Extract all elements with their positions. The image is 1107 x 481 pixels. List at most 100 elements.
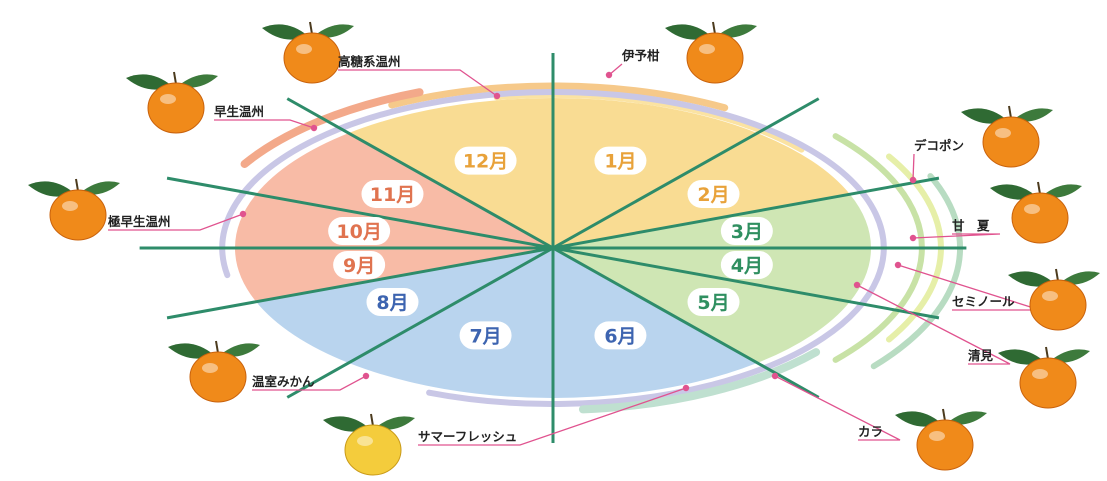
leader-line — [252, 375, 367, 391]
month-pill — [594, 321, 647, 350]
leaf-shape — [961, 108, 1007, 124]
orange-fruit-icon — [998, 346, 1090, 409]
leader-line — [856, 284, 1011, 365]
yellow-citrus-icon — [323, 413, 415, 476]
fruit-highlight — [62, 201, 78, 211]
season-arc-autumn-lower — [219, 89, 887, 407]
orange-fruit-icon — [168, 340, 260, 403]
month-text: 9月 — [343, 255, 375, 277]
leader-line — [418, 387, 687, 446]
leaf-shape — [1008, 271, 1054, 287]
leaf-shape — [28, 181, 74, 197]
variety-label: デコポン — [914, 138, 964, 153]
leader-dot — [682, 384, 690, 392]
month-pill — [687, 288, 740, 317]
month-spoke — [286, 97, 820, 399]
fruit-body — [344, 424, 402, 476]
variety-fruits — [28, 21, 1100, 476]
variety-label: 伊予柑 — [621, 48, 660, 63]
month-text: 5月 — [697, 292, 729, 314]
fruit-body — [49, 189, 107, 241]
stem-shape — [215, 340, 219, 354]
variety-label: 高糖系温州 — [338, 54, 401, 69]
month-text: 12月 — [463, 151, 508, 173]
month-label-10: 10月 — [328, 217, 391, 246]
month-text: 7月 — [469, 325, 501, 347]
variety-label: 温室みかん — [252, 374, 315, 389]
leader-dot — [909, 234, 917, 242]
fruit-body — [982, 116, 1040, 168]
leaf-shape — [1060, 271, 1100, 285]
leader-line — [774, 375, 901, 441]
fruit-highlight — [1024, 204, 1040, 214]
month-label-3: 3月 — [720, 217, 773, 246]
fruit-highlight — [202, 363, 218, 373]
fruit-highlight — [699, 44, 715, 54]
fruit-highlight — [995, 128, 1011, 138]
leader-line — [108, 213, 244, 231]
month-text: 8月 — [376, 292, 408, 314]
leaf-shape — [323, 416, 369, 432]
fruit-body — [189, 351, 247, 403]
month-pill — [366, 288, 419, 317]
month-text: 1月 — [604, 151, 636, 173]
fruit-body — [1029, 279, 1087, 331]
leader-dot — [239, 210, 247, 218]
month-label-2: 2月 — [687, 179, 740, 208]
month-text: 3月 — [731, 221, 763, 243]
fruit-body — [916, 419, 974, 471]
month-pill — [454, 146, 517, 175]
season-arc-summer — [578, 348, 821, 414]
leader-dot — [605, 71, 613, 79]
fruit-body — [1019, 357, 1077, 409]
leaf-shape — [1050, 349, 1090, 363]
month-label-11: 11月 — [361, 179, 424, 208]
month-text: 4月 — [731, 255, 763, 277]
month-text: 10月 — [336, 221, 381, 243]
fruit-highlight — [929, 431, 945, 441]
month-sector — [348, 248, 553, 398]
leaf-shape — [375, 416, 415, 430]
stem-shape — [173, 71, 177, 85]
leaf-shape — [262, 24, 308, 40]
leader-dot — [310, 124, 318, 132]
stem-shape — [75, 178, 79, 192]
month-pill — [361, 179, 424, 208]
orange-fruit-icon — [895, 408, 987, 471]
leader-line — [214, 119, 315, 129]
month-text: 11月 — [370, 184, 415, 206]
month-sector — [553, 248, 758, 398]
month-sector — [553, 98, 758, 248]
leader-line — [912, 153, 915, 181]
leaf-shape — [126, 74, 172, 90]
variety-label: カラ — [858, 424, 883, 439]
fruit-body — [283, 32, 341, 84]
leaf-shape — [168, 343, 214, 359]
fruit-body — [686, 32, 744, 84]
leaf-shape — [990, 184, 1036, 200]
orange-fruit-icon — [990, 181, 1082, 244]
month-label-1: 1月 — [594, 146, 647, 175]
leaf-shape — [717, 24, 757, 38]
month-sector — [348, 98, 553, 248]
leader-dot — [493, 92, 501, 100]
month-label-6: 6月 — [594, 321, 647, 350]
month-pill — [594, 146, 647, 175]
leaf-shape — [998, 349, 1044, 365]
month-pill — [328, 217, 391, 246]
leaf-shape — [1042, 184, 1082, 198]
season-arc-winter-inner — [493, 92, 805, 153]
fruit-highlight — [160, 94, 176, 104]
orange-fruit-icon — [28, 178, 120, 241]
leaf-shape — [947, 411, 987, 425]
stem-shape — [942, 408, 946, 422]
leader-dot — [853, 281, 861, 289]
stem-shape — [370, 413, 374, 427]
leaf-shape — [1013, 108, 1053, 122]
month-pill — [720, 250, 773, 279]
leader-dot — [771, 372, 779, 380]
month-pill — [459, 321, 512, 350]
stem-shape — [1037, 181, 1041, 195]
